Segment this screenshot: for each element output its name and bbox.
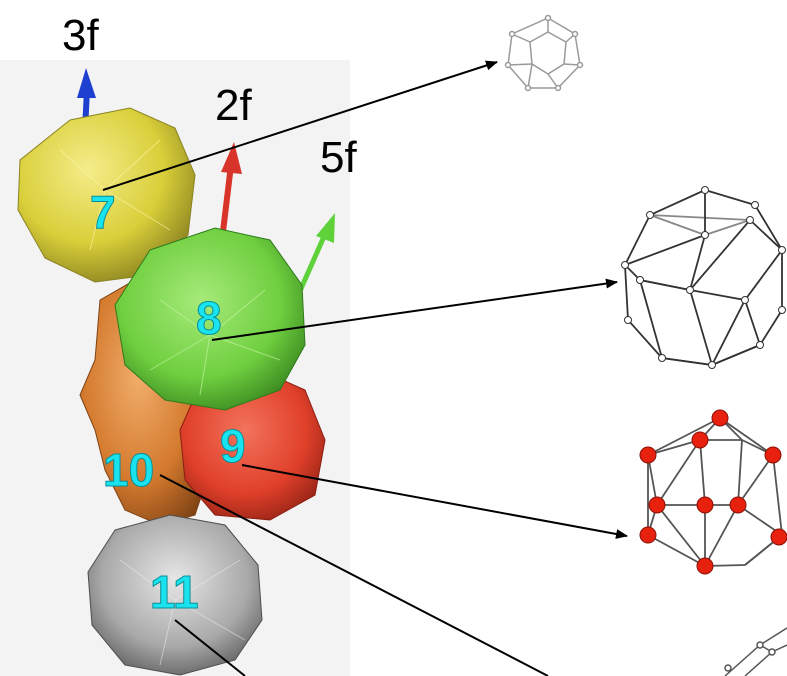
partial-polyhedron-icon: [724, 627, 787, 676]
dodecahedron-icon: [504, 14, 584, 92]
vertex-marker: [691, 431, 709, 449]
shell-label-10: 10: [103, 444, 154, 496]
vertex-marker: [764, 446, 782, 464]
vertex-marker: [770, 528, 787, 546]
shell-label-7: 7: [90, 186, 116, 238]
vertex-marker: [711, 409, 729, 427]
threefold-axis-label: 3f: [62, 11, 99, 60]
shell-8-green: [114, 227, 306, 411]
vertex-marker: [639, 526, 657, 544]
connector-10: [159, 474, 549, 676]
shell-11-gray: [87, 514, 263, 676]
shell-label-8: 8: [196, 292, 222, 344]
vertex-marker: [639, 446, 657, 464]
connector-11: [174, 619, 246, 676]
vertex-marker: [729, 496, 747, 514]
icosahedron-icon: [639, 409, 787, 575]
arrow-7-to-dodecahedron: [102, 60, 498, 191]
vertex-marker: [648, 496, 666, 514]
shell-7-yellow: [17, 107, 196, 283]
vertex-marker: [696, 557, 714, 575]
arrow-8-to-truncated-icosahedron: [211, 278, 618, 341]
truncated-icosahedron-icon: [621, 186, 786, 369]
arrow-9-to-icosahedron: [241, 464, 628, 539]
twofold-axis-arrow: [219, 142, 242, 241]
fivefold-axis-label: 5f: [320, 133, 357, 182]
twofold-axis-label: 2f: [215, 81, 252, 130]
vertex-marker: [696, 496, 714, 514]
shell-label-11: 11: [150, 566, 199, 618]
shell-label-9: 9: [220, 420, 246, 472]
